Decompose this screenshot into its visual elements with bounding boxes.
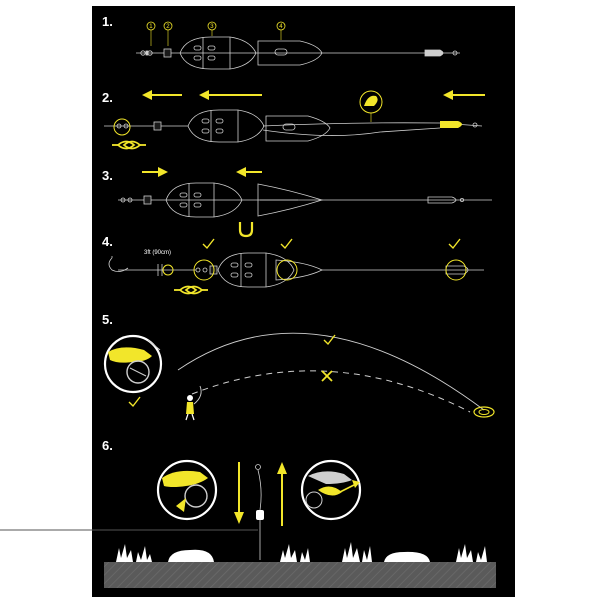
step-1-label: 1. (102, 14, 113, 29)
distance-label: 3ft (90cm) (144, 250, 171, 256)
step-3-label: 3. (102, 168, 113, 183)
step-6-clip-inset (302, 461, 360, 519)
step-5-reel-inset (105, 336, 161, 392)
step-4-label: 4. (102, 234, 113, 249)
step-2-label: 2. (102, 90, 113, 105)
step-6-label: 6. (102, 438, 113, 453)
step-5-label: 5. (102, 312, 113, 327)
bead-icon (164, 49, 171, 57)
step-6-reel-inset (158, 461, 216, 519)
